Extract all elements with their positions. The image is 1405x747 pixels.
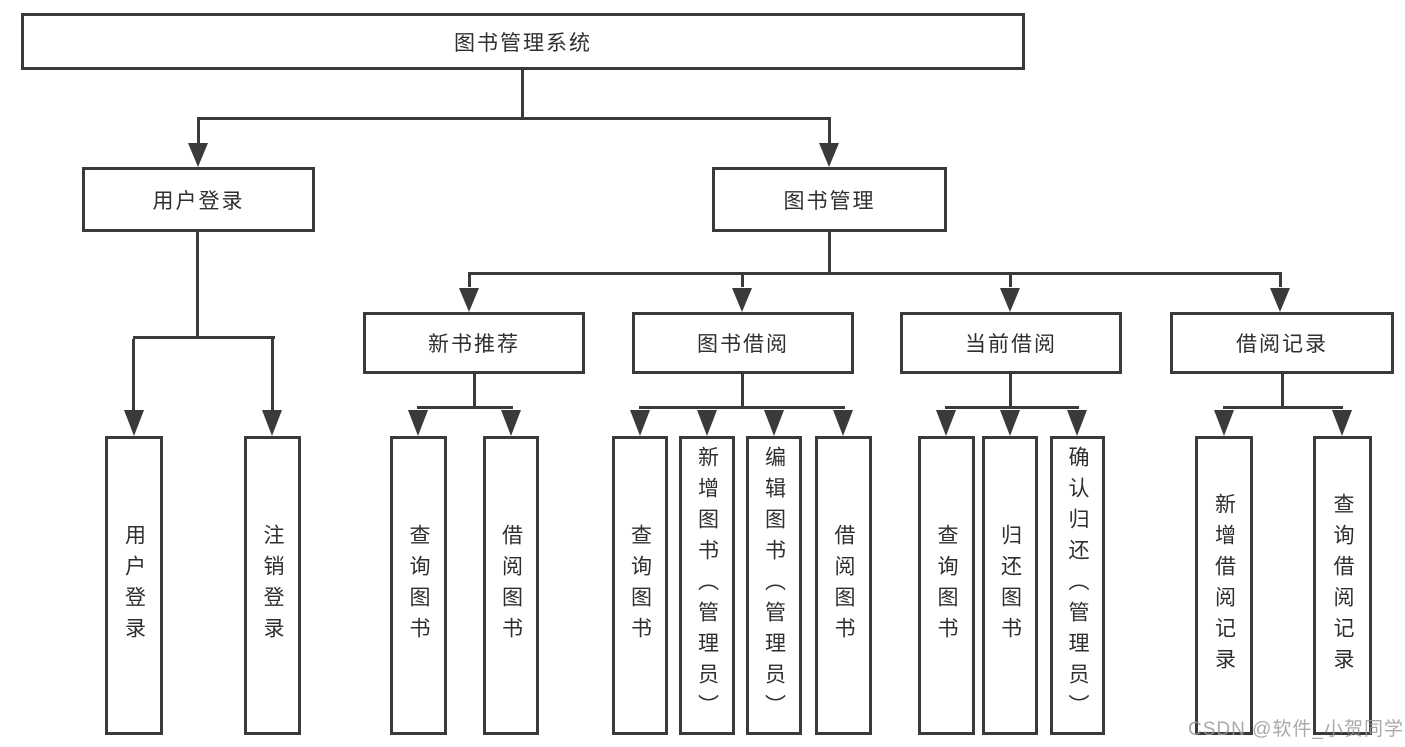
leaf-logout: 注销登录 (244, 436, 301, 735)
leaf-label: 新增图书（管理员） (695, 446, 719, 725)
leaf-edit-books-admin: 编辑图书（管理员） (746, 436, 802, 735)
leaf-label: 注销登录 (261, 523, 284, 648)
connector-g3-branch (945, 406, 1079, 409)
node-user-login: 用户登录 (82, 167, 315, 232)
arrow-down-icon (501, 410, 521, 436)
leaf-query-borrow-record: 查询借阅记录 (1313, 436, 1372, 735)
arrow-down-icon (1270, 288, 1290, 312)
connector-stub-leaf (132, 339, 135, 410)
connector-login-drop (196, 232, 199, 336)
connector-g4-branch (1223, 406, 1343, 409)
leaf-add-books-admin: 新增图书（管理员） (679, 436, 735, 735)
arrow-down-icon (936, 410, 956, 436)
arrow-down-icon (732, 288, 752, 312)
leaf-label: 新增借阅记录 (1212, 492, 1236, 679)
arrow-down-icon (1000, 288, 1020, 312)
node-book-management: 图书管理 (712, 167, 947, 232)
connector-g4-drop (1281, 374, 1284, 406)
leaf-label: 借阅图书 (832, 523, 855, 648)
leaf-label: 查询借阅记录 (1331, 492, 1354, 679)
connector-stub-level3 (741, 275, 744, 287)
connector-g1-branch (417, 406, 513, 409)
arrow-down-icon (1000, 410, 1020, 436)
leaf-query-books-recommend: 查询图书 (390, 436, 447, 735)
connector-stub-level3 (468, 275, 471, 287)
connector-login-branch (133, 336, 275, 339)
arrow-down-icon (188, 143, 208, 167)
connector-g1-drop (473, 374, 476, 406)
leaf-borrow-books: 借阅图书 (815, 436, 872, 735)
connector-g2-drop (741, 374, 744, 406)
connector-stub-level3 (1009, 275, 1012, 287)
leaf-add-borrow-record: 新增借阅记录 (1195, 436, 1253, 735)
leaf-return-books: 归还图书 (982, 436, 1038, 735)
leaf-query-books-current: 查询图书 (918, 436, 975, 735)
leaf-label: 借阅图书 (499, 523, 523, 648)
connector-stub-leaf (271, 339, 274, 410)
leaf-borrow-books-recommend: 借阅图书 (483, 436, 539, 735)
connector-g2-branch (639, 406, 845, 409)
leaf-label: 查询图书 (935, 523, 958, 648)
connector-stub-user-login (197, 120, 200, 145)
arrow-down-icon (833, 410, 853, 436)
leaf-label: 用户登录 (122, 523, 146, 648)
node-current-borrowing: 当前借阅 (900, 312, 1122, 374)
leaf-label: 查询图书 (407, 523, 430, 648)
arrow-down-icon (1332, 410, 1352, 436)
node-borrowing-records: 借阅记录 (1170, 312, 1394, 374)
node-book-borrowing: 图书借阅 (632, 312, 854, 374)
arrow-down-icon (408, 410, 428, 436)
connector-stub-level3 (1279, 275, 1282, 287)
connector-g3-drop (1009, 374, 1012, 406)
node-library-management-system: 图书管理系统 (21, 13, 1025, 70)
arrow-down-icon (124, 410, 144, 436)
arrow-down-icon (630, 410, 650, 436)
arrow-down-icon (819, 143, 839, 167)
connector-management-drop (828, 232, 831, 272)
arrow-down-icon (459, 288, 479, 312)
connector-management-branch (468, 272, 1282, 275)
arrow-down-icon (262, 410, 282, 436)
arrow-down-icon (1214, 410, 1234, 436)
leaf-user-login: 用户登录 (105, 436, 163, 735)
leaf-label: 查询图书 (628, 523, 652, 648)
leaf-label: 编辑图书（管理员） (762, 446, 786, 725)
csdn-watermark: CSDN @软件_小贺同学 (1188, 719, 1404, 740)
arrow-down-icon (1067, 410, 1087, 436)
arrow-down-icon (764, 410, 784, 436)
connector-stub-book-management (828, 120, 831, 145)
arrow-down-icon (697, 410, 717, 436)
connector-root-drop (521, 70, 524, 117)
leaf-label: 归还图书 (998, 523, 1022, 648)
leaf-confirm-return-admin: 确认归还（管理员） (1050, 436, 1105, 735)
leaf-label: 确认归还（管理员） (1066, 446, 1089, 725)
node-new-book-recommendation: 新书推荐 (363, 312, 585, 374)
leaf-query-books-borrowing: 查询图书 (612, 436, 668, 735)
connector-root-branch (197, 117, 831, 120)
